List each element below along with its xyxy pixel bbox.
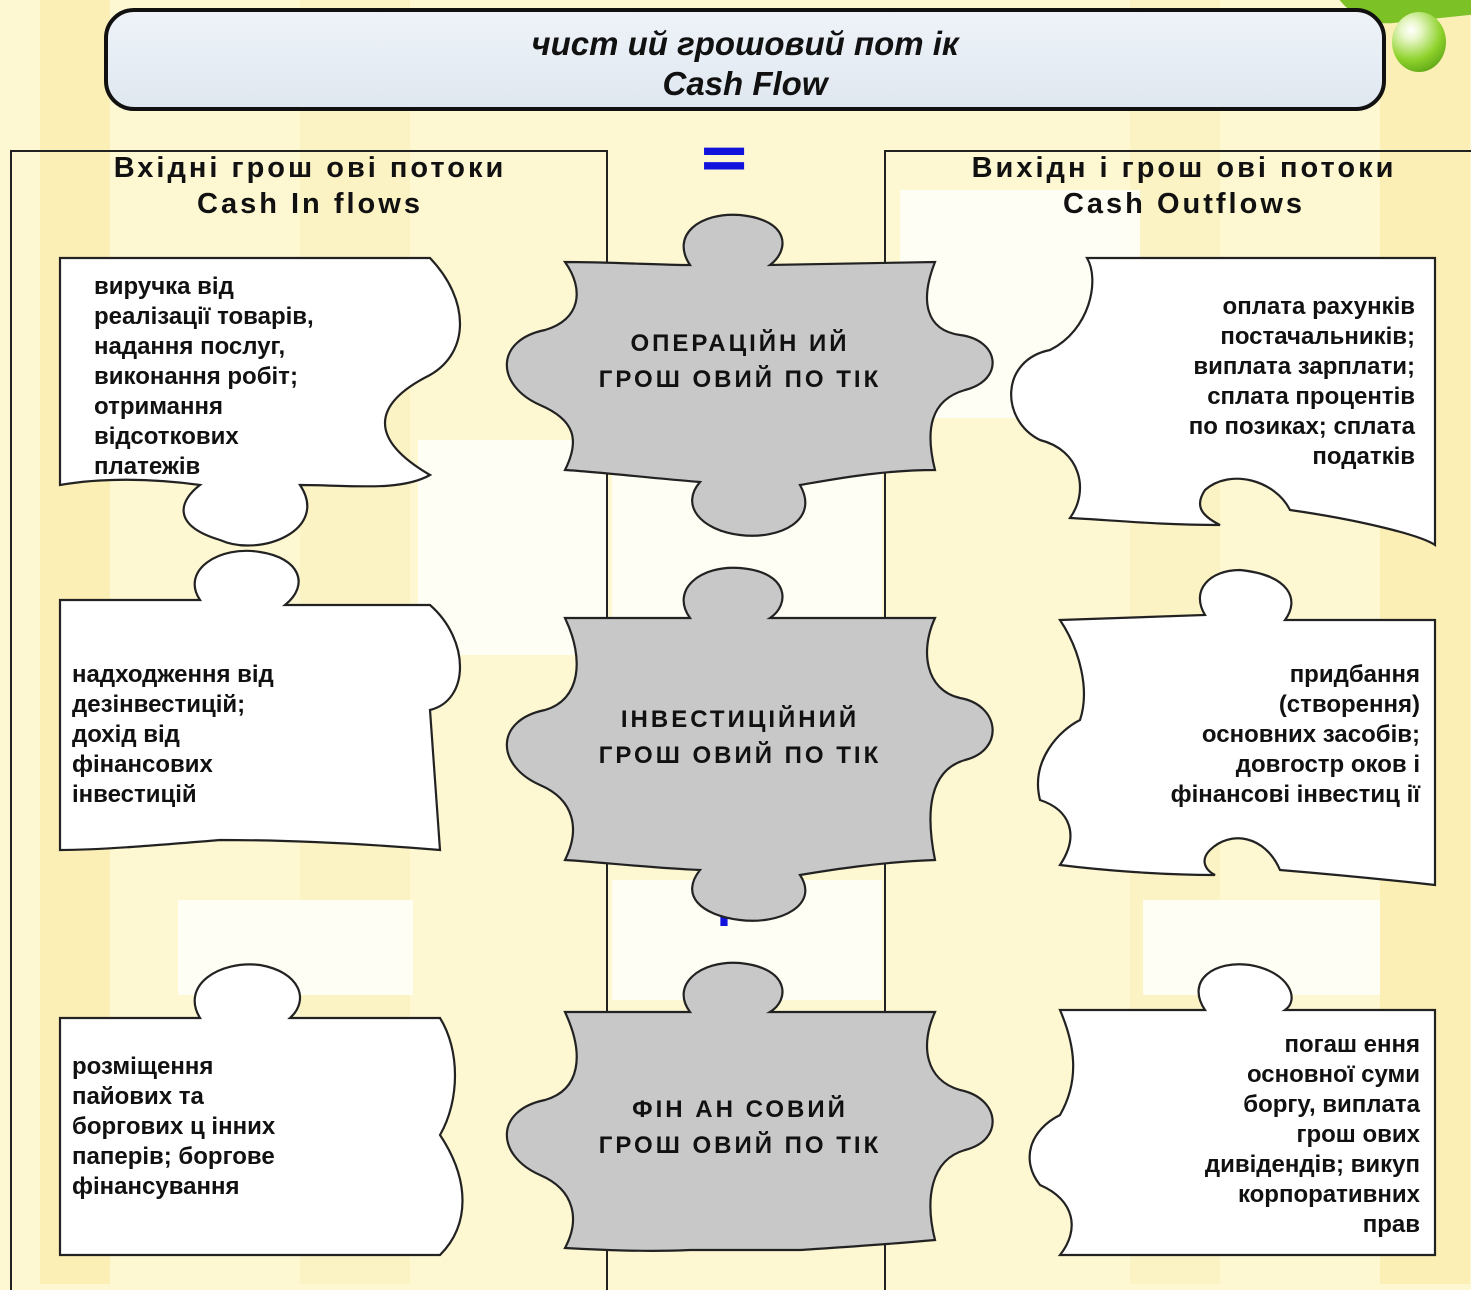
center-piece-financing — [505, 961, 994, 1252]
title-box: чист ий грошовий пот ік Cash Flow — [104, 8, 1386, 111]
center-label-line1: ІНВЕСТИЦІЙНИЙ — [620, 706, 860, 733]
center-label-line1: ОПЕРАЦІЙН ИЙ — [630, 330, 850, 357]
outflow-piece-financing — [1028, 963, 1437, 1257]
center-label-line2: ГРОШ ОВИЙ ПО ТІК — [598, 1132, 882, 1159]
inflow-piece-investing — [58, 549, 461, 852]
inflow-piece-financing — [58, 963, 464, 1257]
title-ukrainian: чист ий грошовий пот ік — [531, 25, 959, 62]
title-english: Cash Flow — [662, 65, 828, 102]
center-label-investing: ІНВЕСТИЦІЙНИЙ ГРОШ ОВИЙ ПО ТІК — [560, 702, 920, 774]
outflows-heading-en: Cash Outflows — [1062, 188, 1305, 220]
inflow-text-financing: розміщення пайових та боргових ц інних п… — [72, 1053, 276, 1200]
outflow-text-financing: погаш ення основної суми боргу, виплата … — [1204, 1031, 1420, 1238]
outflow-piece-operating — [1010, 256, 1437, 548]
decorative-orb — [1392, 12, 1446, 72]
inflows-heading-en: Cash In flows — [197, 188, 423, 220]
inflow-text-operating: виручка від реалізації товарів, надання … — [94, 273, 314, 480]
outflow-piece-investing — [1037, 568, 1437, 887]
outflow-text-operating: оплата рахунків постачальників; виплата … — [1188, 293, 1415, 470]
inflows-heading: Вхідні грош ові потоки Cash In flows — [12, 150, 608, 222]
center-label-line2: ГРОШ ОВИЙ ПО ТІК — [598, 742, 882, 769]
center-label-financing: ФІН АН СОВИЙ ГРОШ ОВИЙ ПО ТІК — [560, 1092, 920, 1164]
inflow-piece-operating — [58, 256, 461, 547]
outflow-text-investing: придбання (створення) основних засобів; … — [1170, 661, 1420, 808]
center-piece-investing — [505, 566, 994, 922]
center-label-line1: ФІН АН СОВИЙ — [632, 1096, 848, 1123]
center-label-line2: ГРОШ ОВИЙ ПО ТІК — [598, 366, 882, 393]
outflows-heading-ua: Вихідн і грош ові потоки — [971, 152, 1397, 184]
outflows-heading: Вихідн і грош ові потоки Cash Outflows — [886, 150, 1471, 222]
center-piece-operating — [505, 213, 994, 537]
center-label-operating: ОПЕРАЦІЙН ИЙ ГРОШ ОВИЙ ПО ТІК — [560, 326, 920, 398]
inflow-text-investing: надходження від дезінвестицій; дохід від… — [72, 661, 274, 808]
inflows-heading-ua: Вхідні грош ові потоки — [113, 152, 507, 184]
equals-sign: = — [697, 121, 751, 195]
